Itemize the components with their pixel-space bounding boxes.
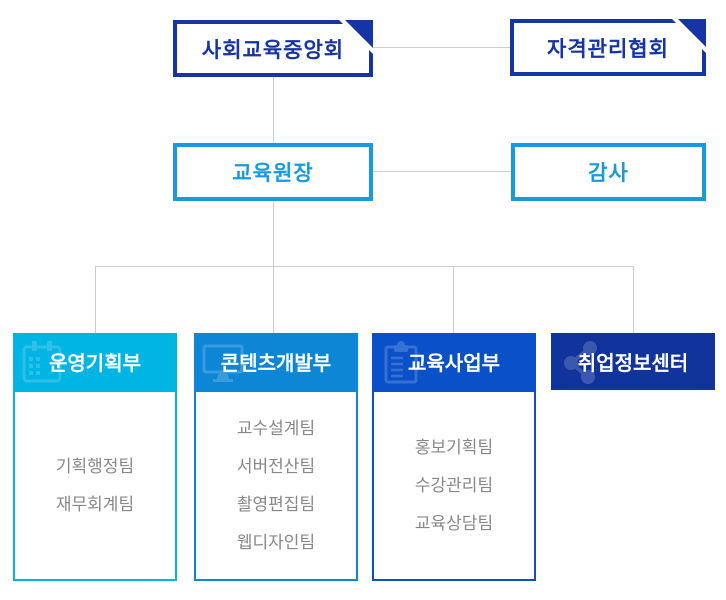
department-card: 취업정보센터 (551, 333, 715, 390)
team-item: 홍보기획팀 (414, 437, 494, 457)
org-root-label: 사회교육중앙회 (201, 38, 345, 62)
department-label: 운영기획부 (49, 353, 141, 375)
department-label: 교육사업부 (408, 353, 500, 375)
auditor-label: 감사 (588, 162, 629, 185)
team-item: 수강관리팀 (414, 475, 494, 495)
team-item: 웹디자인팀 (236, 532, 316, 552)
team-item: 기획행정팀 (55, 456, 135, 476)
folded-corner (339, 20, 373, 54)
monitor-icon (199, 338, 247, 386)
folded-corner (672, 19, 706, 53)
share-icon (556, 337, 606, 387)
connector-line (273, 201, 274, 333)
auditor-box: 감사 (511, 143, 706, 201)
affiliate-box: 자격관리협회 (510, 19, 706, 76)
connector-line (373, 171, 511, 172)
connector-line (273, 77, 274, 143)
connector-line (373, 47, 510, 48)
department-header: 교육사업부 (372, 333, 536, 390)
connector-line (453, 266, 454, 333)
team-item: 촬영편집팀 (236, 494, 316, 514)
calendar-icon (18, 338, 66, 386)
department-header: 운영기획부 (13, 333, 177, 390)
department-label: 콘텐츠개발부 (220, 353, 332, 375)
connector-line (95, 266, 634, 267)
org-root-box: 사회교육중앙회 (173, 20, 373, 77)
team-item: 교육상담팀 (414, 513, 494, 533)
department-label: 취업정보센터 (577, 353, 689, 375)
department-header: 취업정보센터 (551, 333, 715, 390)
team-item: 교수설계팀 (236, 418, 316, 438)
director-label: 교육원장 (232, 162, 314, 185)
connector-line (633, 266, 634, 333)
department-header: 콘텐츠개발부 (194, 333, 358, 390)
connector-line (95, 266, 96, 333)
team-item: 재무회계팀 (55, 494, 135, 514)
director-box: 교육원장 (173, 143, 373, 201)
affiliate-label: 자격관리협회 (547, 37, 669, 61)
team-item: 서버전산팀 (236, 456, 316, 476)
clipboard-icon (377, 338, 425, 386)
